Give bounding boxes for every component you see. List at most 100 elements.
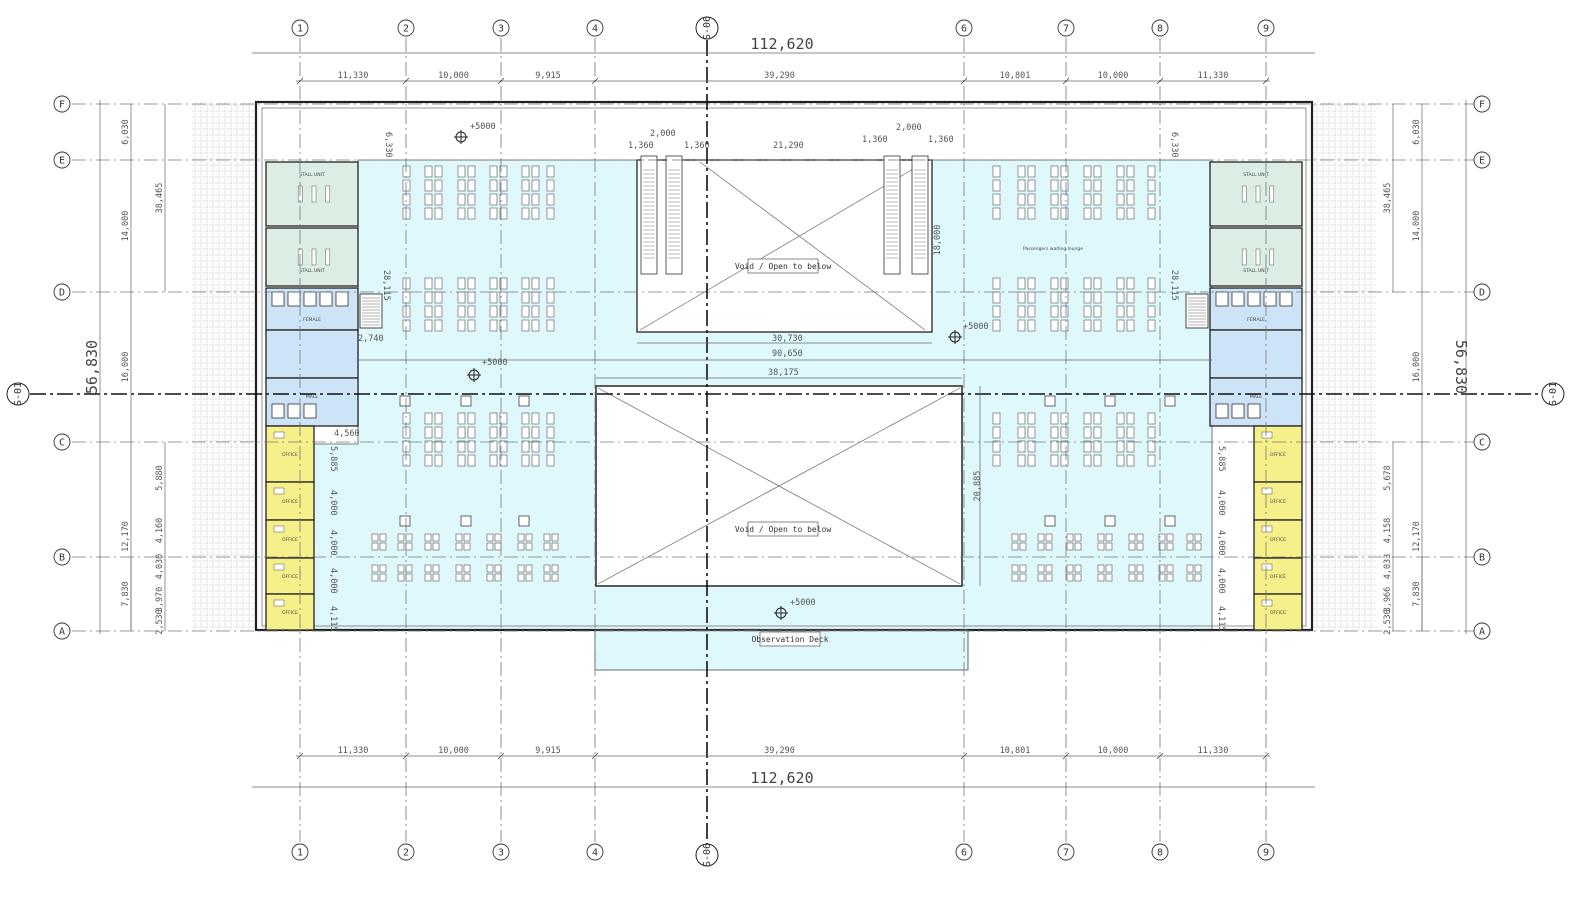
grid-bubble-col-9-bottom	[1257, 843, 1275, 861]
left-dim-chain-b-value: 7,830	[121, 581, 131, 607]
bay-dimension: 10,000	[1098, 71, 1129, 81]
seat	[1116, 179, 1125, 192]
dim-tick	[296, 77, 304, 85]
bay-dimension: 9,915	[535, 71, 561, 81]
seat	[1194, 533, 1202, 542]
seat	[1027, 440, 1036, 453]
seat	[1060, 193, 1069, 206]
seat	[424, 305, 433, 318]
seat	[1083, 277, 1092, 290]
seat	[1147, 319, 1156, 332]
seat	[546, 193, 555, 206]
toilet-lobby	[265, 329, 359, 379]
seat	[489, 193, 498, 206]
grid-bubble-col-7-bottom	[1057, 843, 1075, 861]
escalator	[911, 155, 929, 275]
seat	[499, 207, 508, 220]
seat	[992, 319, 1001, 332]
seat	[1097, 542, 1105, 551]
office-desk	[1261, 563, 1273, 571]
seat	[457, 165, 466, 178]
small-table	[518, 395, 530, 407]
seat	[1083, 291, 1092, 304]
seat	[499, 165, 508, 178]
seat	[1060, 412, 1069, 425]
office-label: OFFICE	[1270, 610, 1286, 616]
office-desk	[1261, 599, 1273, 607]
seat	[1186, 564, 1194, 573]
female-label: FEMALE	[1247, 317, 1265, 323]
stall-counter	[1241, 185, 1247, 203]
toilet-cubicle	[1247, 291, 1261, 307]
dim-tick	[591, 752, 599, 760]
left-dim-chain-c-value: 4,160	[155, 518, 165, 544]
toilet-cubicle	[287, 403, 301, 419]
seat	[1027, 426, 1036, 439]
small-table	[1104, 395, 1116, 407]
seat	[1011, 564, 1019, 573]
seat	[1060, 319, 1069, 332]
seat	[494, 533, 502, 542]
seat	[371, 542, 379, 551]
seat	[1037, 564, 1045, 573]
seat	[424, 440, 433, 453]
seat	[1097, 533, 1105, 542]
seat	[521, 277, 530, 290]
seat	[499, 179, 508, 192]
seat	[489, 426, 498, 439]
seat	[1027, 179, 1036, 192]
seat	[992, 305, 1001, 318]
grid-bubble-row-A-left	[53, 622, 71, 640]
seat	[1136, 564, 1144, 573]
seat	[1050, 454, 1059, 467]
seat	[397, 542, 405, 551]
toilet-lobby	[1209, 329, 1303, 379]
grid-bubble-row-B-right	[1473, 548, 1491, 566]
level-marker-3: +5000	[948, 322, 989, 344]
seat	[1060, 454, 1069, 467]
stall-counter	[1269, 248, 1275, 266]
seat	[1027, 412, 1036, 425]
seat	[1126, 193, 1135, 206]
seat	[546, 179, 555, 192]
seat	[1017, 412, 1026, 425]
seat	[434, 193, 443, 206]
seat	[1050, 440, 1059, 453]
seat	[1017, 277, 1026, 290]
left-dim-chain-c-value: 3,970	[155, 587, 165, 613]
seat	[1116, 319, 1125, 332]
seat	[1128, 573, 1136, 582]
toilet-cubicle	[1215, 291, 1229, 307]
seat	[402, 319, 411, 332]
toilet-cubicle	[271, 291, 285, 307]
seat	[521, 426, 530, 439]
seat	[455, 573, 463, 582]
seat	[1126, 165, 1135, 178]
stall-counter	[325, 248, 331, 266]
seat	[1017, 454, 1026, 467]
dim-tick	[296, 752, 304, 760]
seat	[434, 454, 443, 467]
seat	[499, 454, 508, 467]
small-table	[518, 515, 530, 527]
seat	[992, 179, 1001, 192]
seat	[1116, 165, 1125, 178]
seat	[1093, 165, 1102, 178]
seat	[1093, 291, 1102, 304]
svg-text:6,330: 6,330	[383, 132, 393, 158]
seat	[499, 193, 508, 206]
level-markers: +5000 +5000 +5000 +5000	[454, 122, 989, 620]
left-dim-chain-c-value: 2,530	[155, 609, 165, 635]
toilet-block-lower	[1209, 377, 1303, 427]
seat	[434, 319, 443, 332]
seat	[1136, 542, 1144, 551]
svg-text:6,330: 6,330	[1169, 132, 1179, 158]
svg-text:+5000: +5000	[790, 598, 816, 608]
svg-text:4,000: 4,000	[328, 530, 338, 556]
seat	[457, 277, 466, 290]
seat	[1093, 305, 1102, 318]
seat	[1037, 542, 1045, 551]
small-table	[1164, 515, 1176, 527]
seat	[424, 193, 433, 206]
seat	[1066, 573, 1074, 582]
